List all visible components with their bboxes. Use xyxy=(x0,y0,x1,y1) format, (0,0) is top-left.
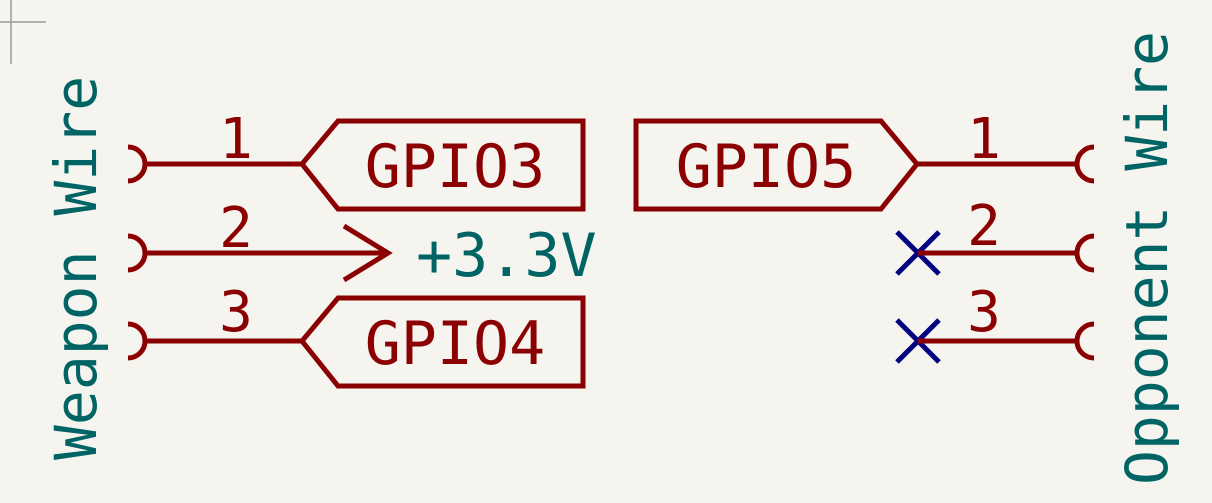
global-label-gpio5-text: GPIO5 xyxy=(676,132,857,202)
power-symbol-3v3[interactable]: +3.3V xyxy=(342,221,597,291)
right-pin-2-socket-icon xyxy=(1074,233,1095,273)
global-label-gpio5-shape xyxy=(633,118,921,212)
crosshair-cursor-icon xyxy=(0,0,46,64)
global-label-gpio4[interactable]: GPIO4 xyxy=(298,295,586,389)
right-pin-3[interactable]: 3 xyxy=(895,280,1095,364)
left-pin-1[interactable]: 1 xyxy=(127,107,302,184)
left-connector-name: Weapon Wire xyxy=(42,76,110,460)
power-symbol-label: +3.3V xyxy=(416,221,597,291)
right-pin-2[interactable]: 2 xyxy=(895,194,1095,276)
right-pin-3-socket-icon xyxy=(1074,321,1095,361)
global-label-gpio3[interactable]: GPIO3 xyxy=(298,118,586,212)
global-label-gpio3-shape xyxy=(298,118,586,212)
right-pin-2-number: 2 xyxy=(967,194,1001,259)
right-pin-1[interactable]: 1 xyxy=(917,107,1095,184)
power-arrow-icon xyxy=(342,223,393,283)
left-pin-3[interactable]: 3 xyxy=(127,280,302,361)
left-pin-2-number: 2 xyxy=(219,196,253,261)
global-label-gpio4-shape xyxy=(298,295,586,389)
left-pin-2-socket-icon xyxy=(127,233,148,273)
global-label-gpio5[interactable]: GPIO5 xyxy=(633,118,921,212)
right-pin-3-number: 3 xyxy=(967,280,1001,345)
left-pin-2[interactable]: 2 xyxy=(127,196,388,273)
global-label-gpio4-text: GPIO4 xyxy=(365,309,546,379)
right-pin-1-number: 1 xyxy=(967,107,1001,172)
left-pin-1-number: 1 xyxy=(219,107,253,172)
right-pin-1-socket-icon xyxy=(1074,144,1095,184)
left-pin-1-socket-icon xyxy=(127,144,148,184)
left-pin-3-number: 3 xyxy=(219,280,253,345)
right-connector-name: Opponent Wire xyxy=(1113,31,1181,485)
global-label-gpio3-text: GPIO3 xyxy=(365,132,546,202)
left-pin-3-socket-icon xyxy=(127,321,148,361)
